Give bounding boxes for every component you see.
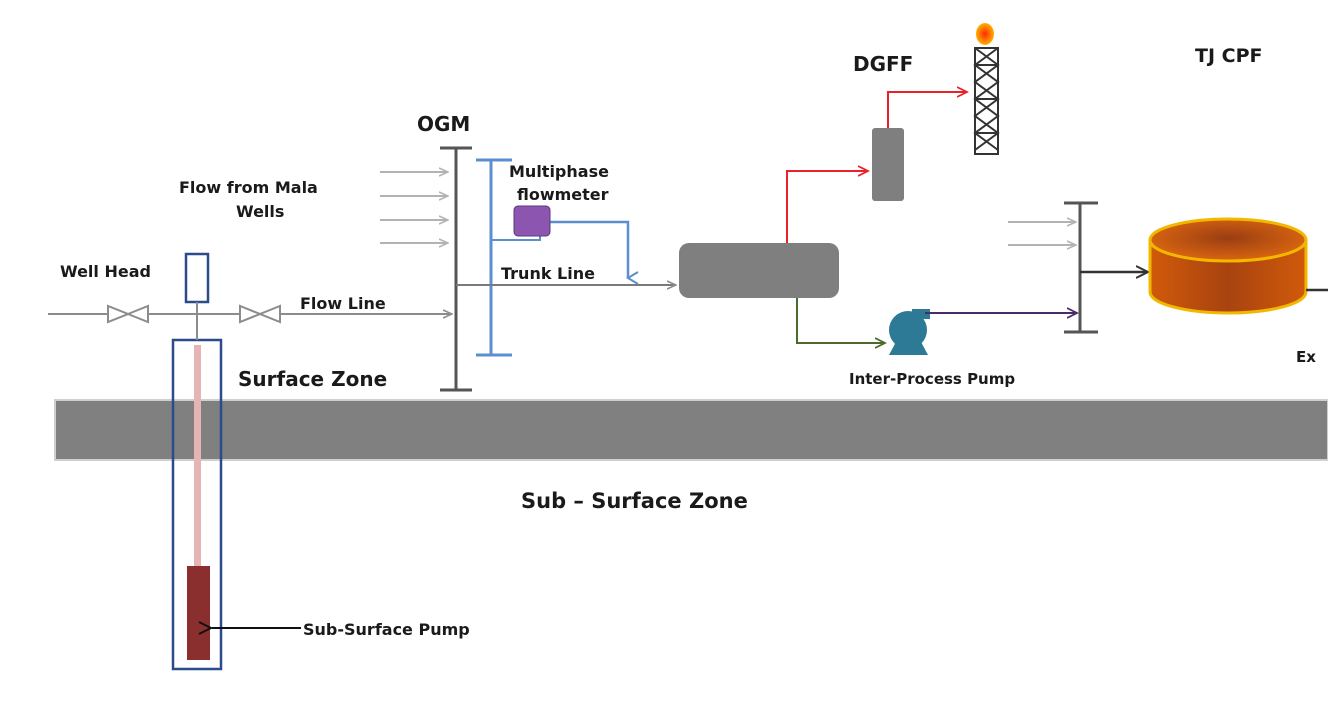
multiphase-flowmeter-label-2: flowmeter — [517, 185, 609, 204]
mala-wells-arrows — [380, 172, 448, 243]
sub-surface-pump-label: Sub-Surface Pump — [303, 620, 470, 639]
well-head-label: Well Head — [60, 262, 151, 281]
dgff-vessel — [872, 128, 904, 201]
well-bore — [171, 338, 223, 671]
gas-line — [887, 92, 967, 128]
multiphase-line — [550, 220, 639, 285]
dgff-label: DGFF — [853, 52, 913, 76]
flow-line-label: Flow Line — [300, 294, 386, 313]
well-head-icon — [184, 252, 210, 340]
pump-icon — [889, 309, 930, 355]
flow-from-mala-wells-label-2: Wells — [236, 202, 284, 221]
storage-tank-icon — [1148, 217, 1308, 315]
ogm-label: OGM — [417, 112, 470, 136]
liquid-line — [796, 298, 885, 343]
flowmeter-icon — [513, 205, 551, 237]
surface-zone-label: Surface Zone — [238, 367, 387, 391]
multiphase-header — [476, 158, 512, 357]
separator-vessel — [679, 243, 839, 298]
valve-icon — [239, 304, 281, 324]
sub-surface-zone-label: Sub – Surface Zone — [521, 489, 748, 513]
multiphase-flowmeter-label-1: Multiphase — [509, 162, 609, 181]
cpf-header — [1064, 201, 1098, 334]
cpf-inlet-arrows — [1008, 222, 1076, 245]
tj-cpf-label: TJ CPF — [1195, 45, 1263, 67]
ground-band — [54, 399, 1328, 461]
inter-process-pump-label: Inter-Process Pump — [849, 370, 1015, 388]
flow-from-mala-wells-label-1: Flow from Mala — [179, 178, 318, 197]
flare-stack-icon — [973, 23, 1000, 155]
valve-icon — [107, 304, 149, 324]
truncated-label: Ex — [1296, 348, 1316, 366]
ogm-manifold — [440, 146, 472, 392]
trunk-line-label: Trunk Line — [501, 264, 595, 283]
gas-line — [786, 171, 868, 243]
sub-surface-pump-icon — [187, 566, 210, 660]
